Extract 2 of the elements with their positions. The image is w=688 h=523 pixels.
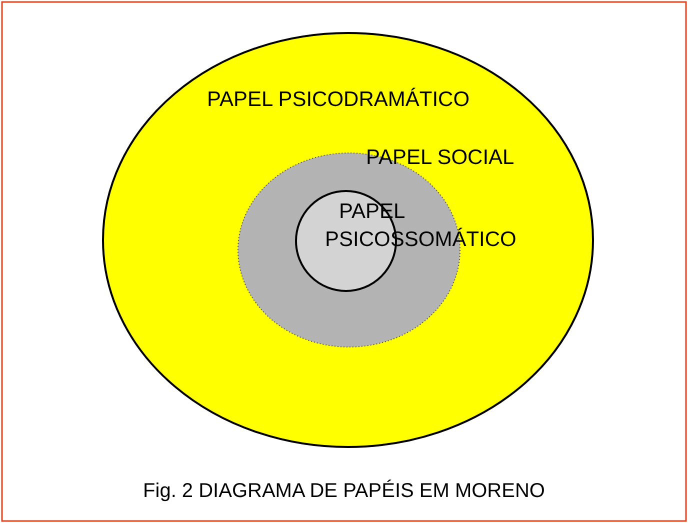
figure-caption: Fig. 2 DIAGRAMA DE PAPÉIS EM MORENO — [142, 480, 546, 503]
role-label: PAPEL PSICODRAMÁTICO — [207, 86, 470, 113]
